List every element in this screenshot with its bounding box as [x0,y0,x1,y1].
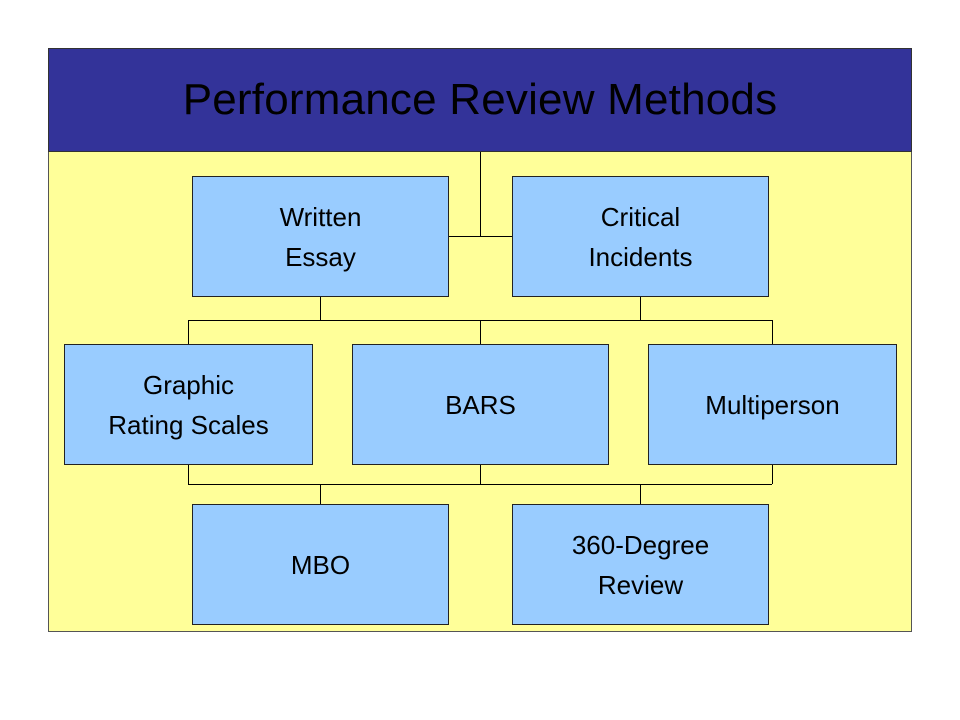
node-label: BARS [445,389,516,420]
node-label: Written Essay [279,201,362,272]
page-title: Performance Review Methods [182,75,778,124]
node-label: Critical Incidents [588,201,693,272]
node-label: 360-Degree Review [571,529,710,600]
node-bars: BARS [352,344,609,465]
node-graphic-rating-scales: Graphic Rating Scales [64,344,313,465]
title-banner: Performance Review Methods [48,48,912,152]
node-label: Graphic Rating Scales [108,369,269,440]
node-multiperson: Multiperson [648,344,897,465]
node-label: MBO [290,549,351,580]
node-mbo: MBO [192,504,449,625]
node-critical-incidents: Critical Incidents [512,176,769,297]
node-written-essay: Written Essay [192,176,449,297]
node-360-degree-review: 360-Degree Review [512,504,769,625]
node-label: Multiperson [705,389,840,420]
